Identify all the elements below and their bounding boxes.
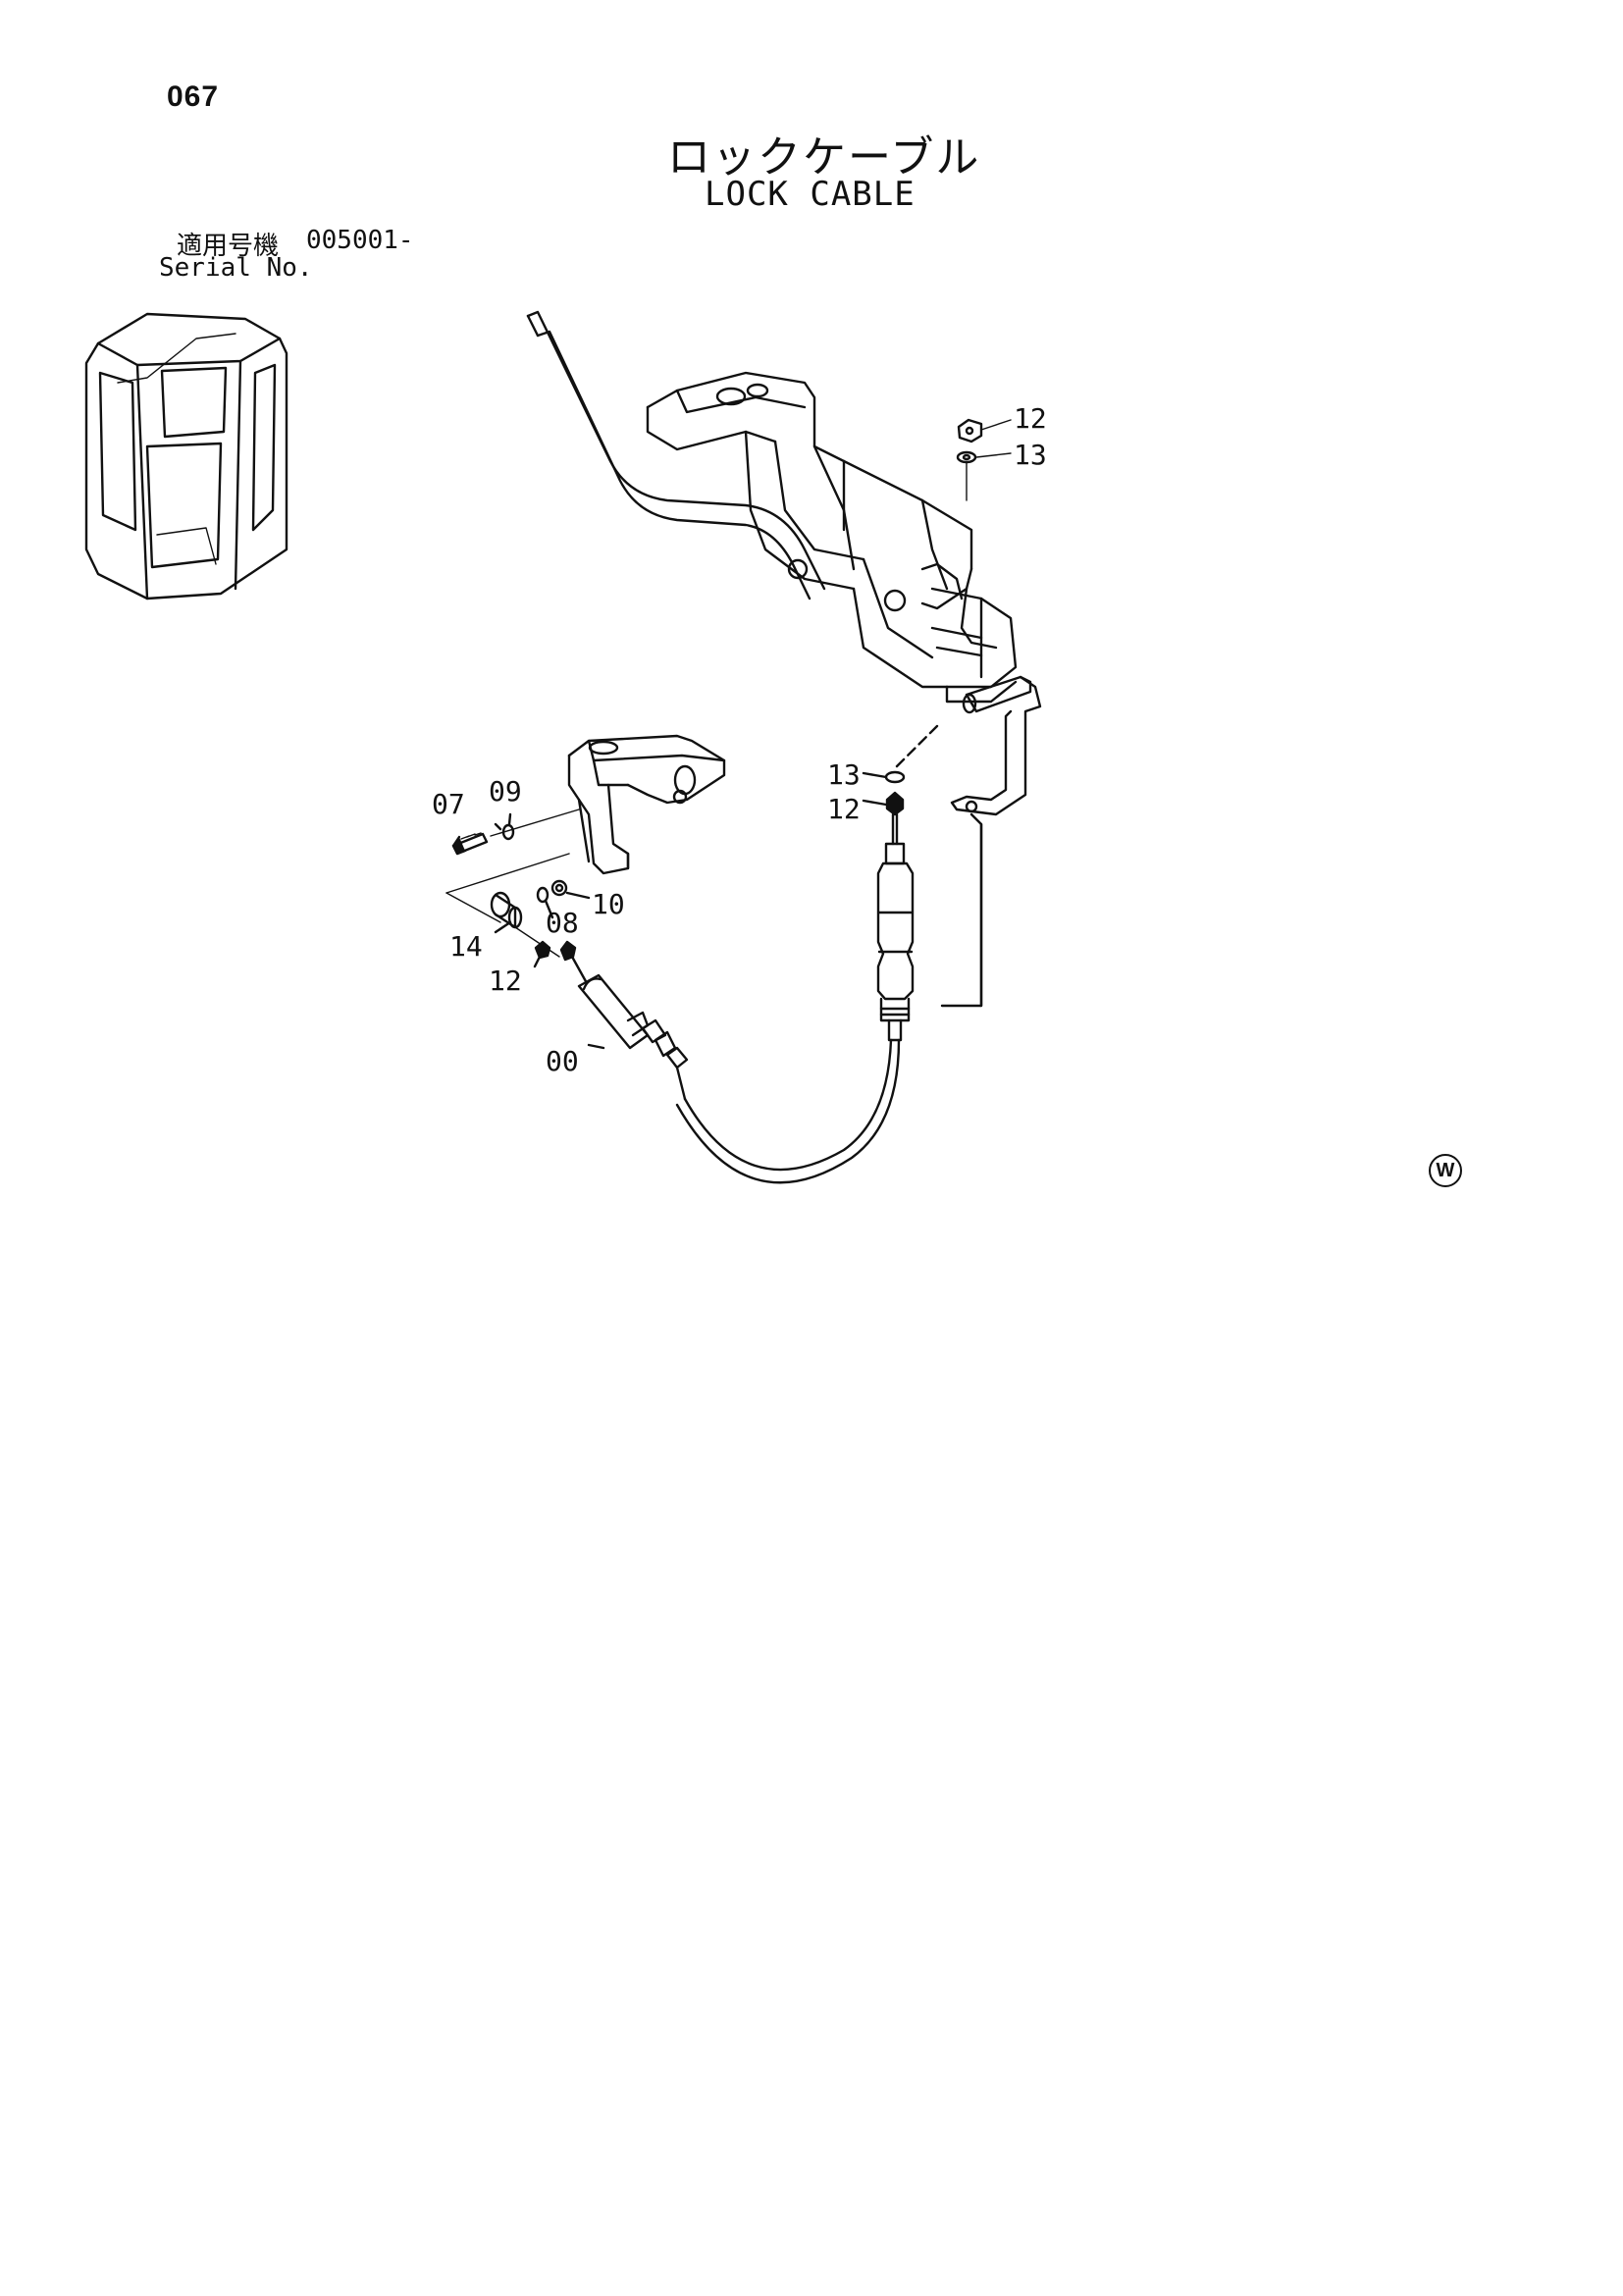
- lower-lever-bracket: [567, 734, 726, 875]
- title-japanese: ロックケーブル: [667, 132, 981, 183]
- w-mark-symbol: W: [1429, 1154, 1462, 1187]
- title-english: LOCK CABLE: [705, 175, 916, 214]
- callout-09: 09: [489, 775, 522, 808]
- frame-assembly: [646, 371, 1018, 704]
- callout-12-top: 12: [1014, 402, 1047, 435]
- callout-leaders: [494, 771, 888, 1050]
- callout-12-low: 12: [489, 965, 522, 997]
- leader-lines: [891, 724, 983, 1008]
- callout-08: 08: [546, 907, 579, 939]
- callout-14: 14: [449, 930, 483, 963]
- callout-10: 10: [592, 888, 625, 920]
- serial-number-value: 005001-: [306, 226, 414, 255]
- cable-right-end: [876, 770, 915, 1042]
- flexible-cable: [675, 1038, 901, 1184]
- top-fasteners: [956, 418, 1012, 501]
- callout-07: 07: [432, 788, 465, 820]
- serial-label-english: Serial No.: [159, 253, 313, 283]
- cable-left-end: [559, 940, 689, 1101]
- left-fasteners: [445, 809, 580, 960]
- cab-thumbnail: [84, 312, 288, 600]
- control-rod: [526, 310, 826, 600]
- callout-13-mid: 13: [827, 758, 861, 791]
- callout-00: 00: [546, 1045, 579, 1077]
- lock-lever-bracket: [950, 675, 1042, 816]
- callout-12-mid: 12: [827, 793, 861, 825]
- callout-13-top: 13: [1014, 439, 1047, 471]
- page-number: 067: [167, 80, 220, 113]
- serial-label-japanese: 適用号機: [177, 232, 280, 261]
